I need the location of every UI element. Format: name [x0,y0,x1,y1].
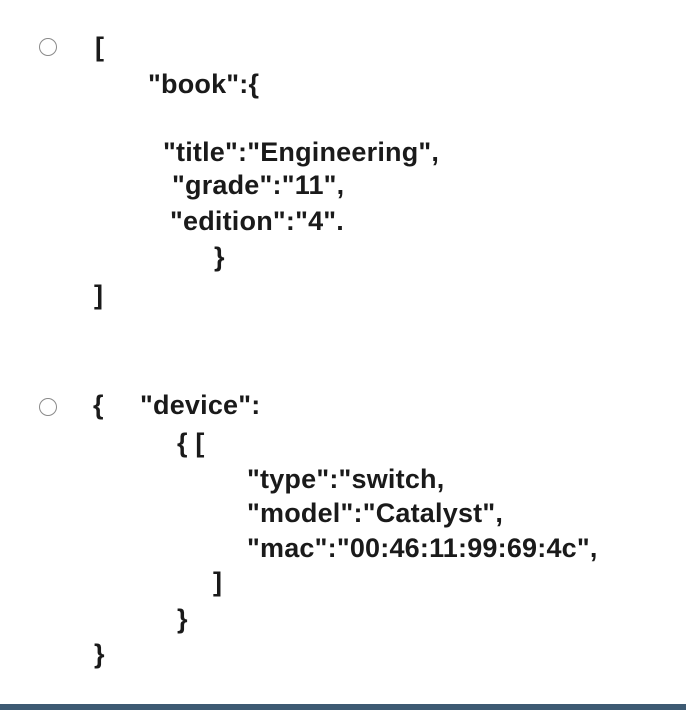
bottom-divider [0,704,686,710]
option-1-line: } [214,242,225,272]
option-2-line: ] [213,567,223,597]
option-2-line: "device": [140,390,261,420]
option-2-radio[interactable] [39,398,57,416]
option-1-line: "book":{ [148,69,260,99]
option-2-line: "model":"Catalyst", [247,498,504,528]
option-2-line: { [ [177,428,205,458]
option-2-line: "type":"switch, [247,464,445,494]
option-1-radio[interactable] [39,38,57,56]
option-2-line: { [93,390,104,420]
option-1-line: "title":"Engineering", [163,137,440,167]
option-1-line: [ [95,32,105,62]
option-2-line: "mac":"00:46:11:99:69:4c", [247,533,598,563]
option-1-line: ] [94,280,104,310]
option-1-line: "grade":"11", [172,170,345,200]
option-2-line: } [94,639,105,669]
option-2-line: } [177,604,188,634]
option-1-line: "edition":"4". [170,206,345,236]
